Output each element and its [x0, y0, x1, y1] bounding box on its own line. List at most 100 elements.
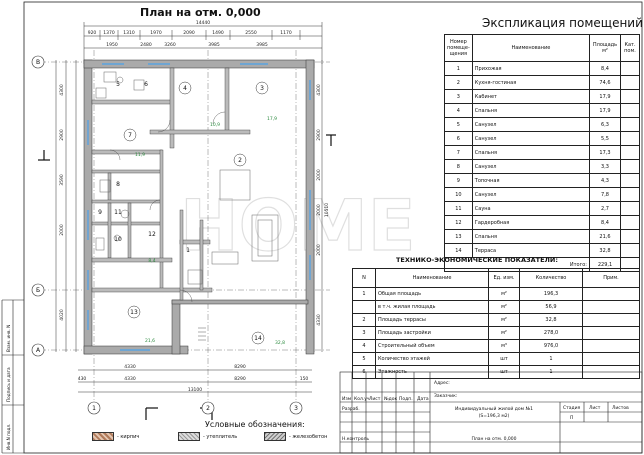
table-cell	[582, 339, 640, 353]
table-cell: 2	[444, 75, 473, 90]
table-cell: 6,3	[589, 117, 621, 132]
table-cell: 4,3	[589, 173, 621, 188]
table-cell: 10	[444, 187, 473, 202]
table-cell: 5,5	[589, 131, 621, 146]
table-cell	[620, 145, 640, 160]
table-cell: 11	[444, 201, 473, 216]
table-cell: 4	[444, 103, 473, 118]
brick-swatch-icon	[92, 432, 114, 441]
table-cell: Санузел	[471, 159, 591, 174]
table-cell	[620, 229, 640, 244]
explication-table: Номер помеще-щения Наименование Площадь …	[444, 34, 640, 272]
legend-item-concrete: - железобетон	[264, 432, 327, 441]
table-cell: 4	[352, 339, 376, 353]
furniture	[95, 71, 279, 285]
insulation-swatch-icon	[178, 432, 200, 441]
table-cell: 12	[444, 215, 473, 230]
table-cell	[620, 173, 640, 188]
table-cell: Кабинет	[471, 89, 591, 104]
legend-title: Условные обозначения:	[205, 420, 305, 429]
table-cell	[620, 103, 640, 118]
table-cell: 8,4	[589, 61, 621, 76]
table-cell	[582, 352, 640, 366]
table-cell: 6	[352, 365, 376, 379]
table-cell: 7	[444, 145, 473, 160]
table-cell: 21,6	[589, 229, 621, 244]
table-cell: 3	[444, 89, 473, 104]
table-cell: 1	[444, 61, 473, 76]
table-cell: 1	[519, 352, 583, 366]
table-cell	[620, 215, 640, 230]
table-cell: 196,3	[519, 287, 583, 301]
table-cell: Гардеробная	[471, 215, 591, 230]
table-cell	[620, 187, 640, 202]
plan-title: План на отм. 0,000	[140, 6, 261, 19]
table-cell	[582, 365, 640, 379]
table-cell: Количество этажей	[375, 352, 489, 366]
table-cell: шт	[488, 352, 520, 366]
table-cell: 1	[519, 365, 583, 379]
interior-walls	[91, 67, 251, 301]
col-header: Кат. пом.	[620, 34, 640, 62]
table-cell	[620, 201, 640, 216]
table-cell: Санузел	[471, 187, 591, 202]
table-cell: 74,6	[589, 75, 621, 90]
col-header: Площадь м²	[589, 34, 621, 62]
col-header: Наименование	[471, 34, 591, 62]
explication-title: Экспликация помещений	[482, 16, 643, 30]
table-cell: Спальня	[471, 145, 591, 160]
svg-text:HOME: HOME	[180, 185, 416, 267]
table-cell: Санузел	[471, 117, 591, 132]
table-cell: Строительный объем	[375, 339, 489, 353]
table-cell: 56,9	[519, 300, 583, 314]
table-cell: 3,3	[589, 159, 621, 174]
table-cell: 17,3	[589, 145, 621, 160]
table-cell: в т.ч. жилая площадь	[375, 300, 489, 314]
table-cell	[620, 89, 640, 104]
table-cell	[582, 326, 640, 340]
table-cell: 7,8	[589, 187, 621, 202]
table-cell: 13	[444, 229, 473, 244]
table-cell: 17,9	[589, 89, 621, 104]
table-cell: Спальня	[471, 229, 591, 244]
table-cell	[620, 75, 640, 90]
concrete-swatch-icon	[264, 432, 286, 441]
table-cell: м³	[488, 339, 520, 353]
table-cell: шт	[488, 365, 520, 379]
watermark: HOME	[179, 184, 416, 267]
table-cell: м²	[488, 313, 520, 327]
table-cell	[620, 159, 640, 174]
legend-item-insulation: - утеплитель	[178, 432, 237, 441]
table-cell	[582, 287, 640, 301]
table-cell: 32,8	[519, 313, 583, 327]
col-header: Количество	[519, 268, 583, 288]
table-cell: Кухня-гостиная	[471, 75, 591, 90]
table-cell: Спальня	[471, 103, 591, 118]
table-cell: Этажность	[375, 365, 489, 379]
table-cell: 5	[444, 117, 473, 132]
table-cell	[620, 131, 640, 146]
table-cell	[620, 61, 640, 76]
table-cell: 976,0	[519, 339, 583, 353]
table-cell: Площадь застройки	[375, 326, 489, 340]
table-cell: 8,4	[589, 215, 621, 230]
table-cell: Общая площадь	[375, 287, 489, 301]
table-cell: 9	[444, 173, 473, 188]
legend-label: - утеплитель	[203, 434, 238, 440]
table-cell: Прихожая	[471, 61, 591, 76]
tei-title: ТЕХНИКО-ЭКОНОМИЧЕСКИЕ ПОКАЗАТЕЛИ:	[396, 256, 558, 264]
table-cell	[620, 243, 640, 258]
